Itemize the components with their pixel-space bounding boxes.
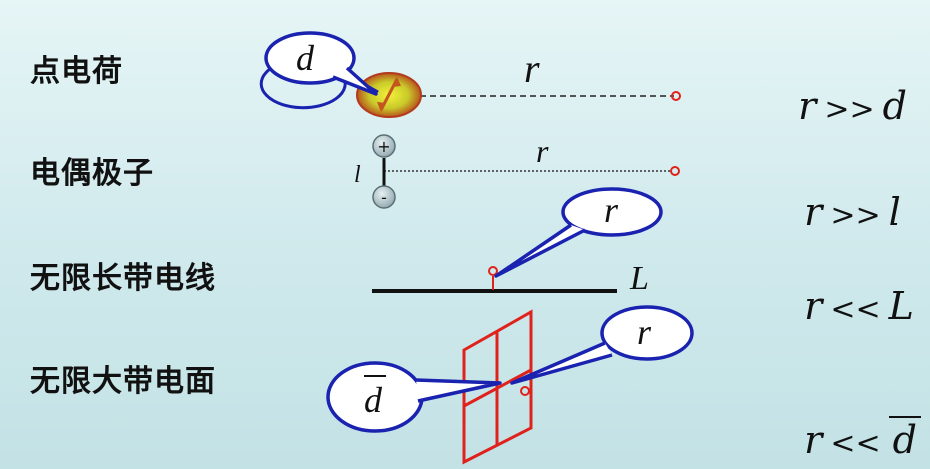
plane-grid-line xyxy=(463,368,532,408)
line-charge-bubble-text: r xyxy=(604,190,619,230)
condition-rhs: L xyxy=(888,284,914,328)
plane-r-callout-tail xyxy=(510,341,613,385)
dipole-minus-pole xyxy=(372,185,396,209)
line-charge-target-point xyxy=(488,266,498,276)
line-charge-callout-ellipse xyxy=(561,187,663,237)
condition-line-charge: r<<L xyxy=(780,240,914,328)
plane-r-callout-ellipse xyxy=(600,305,694,361)
line-charge-diagram: r L xyxy=(372,187,663,297)
dipole-plus-pole xyxy=(372,134,396,158)
point-charge-target-point xyxy=(671,91,681,101)
point-charge-bubble-text: d xyxy=(296,38,315,78)
plane-charge-sheet xyxy=(462,309,533,465)
dipole-distance-label: r xyxy=(536,133,549,169)
label-dipole: 电偶极子 xyxy=(30,156,154,191)
dipole-diagram: + - l r xyxy=(354,133,680,209)
arrowhead-icon xyxy=(377,102,386,112)
dipole-length-label: l xyxy=(354,162,361,188)
point-charge-callout-ellipse xyxy=(264,31,356,85)
condition-rhs: l xyxy=(888,190,901,234)
dipole-target-point xyxy=(670,166,680,176)
plane-charge-target-point xyxy=(520,386,530,396)
plane-charge-diagram: d r xyxy=(326,305,694,465)
line-charge-callout-tail xyxy=(494,223,586,278)
condition-lhs: r xyxy=(804,284,823,328)
point-charge-diagram: d r xyxy=(259,31,681,118)
condition-dipole: r>>l xyxy=(780,146,901,234)
condition-lhs: r xyxy=(804,190,823,234)
label-point-charge: 点电荷 xyxy=(30,54,123,89)
label-plane-charge: 无限大带电面 xyxy=(30,364,216,399)
point-charge-callout-tail xyxy=(332,66,378,96)
condition-op: >> xyxy=(830,198,881,233)
condition-lhs: r xyxy=(804,418,823,462)
condition-op: << xyxy=(830,292,881,327)
condition-rhs: d xyxy=(882,84,907,128)
point-charge-distance-label: r xyxy=(524,46,540,91)
arrowhead-icon xyxy=(392,77,401,87)
dipole-minus-sign: - xyxy=(381,188,387,207)
label-line-charge: 无限长带电线 xyxy=(30,261,216,296)
plane-d-bubble-text: d xyxy=(364,380,383,420)
line-charge-length-label: L xyxy=(629,260,649,297)
condition-plane-charge: r<<d xyxy=(780,374,921,462)
dipole-plus-sign: + xyxy=(377,137,390,156)
condition-op: << xyxy=(830,426,881,461)
condition-lhs: r xyxy=(798,84,817,128)
plane-d-callout-tail xyxy=(415,378,502,403)
condition-rhs: d xyxy=(888,416,921,462)
condition-point-charge: r>>d xyxy=(774,40,907,128)
condition-op: >> xyxy=(824,92,875,127)
plane-r-bubble-text: r xyxy=(637,312,652,352)
